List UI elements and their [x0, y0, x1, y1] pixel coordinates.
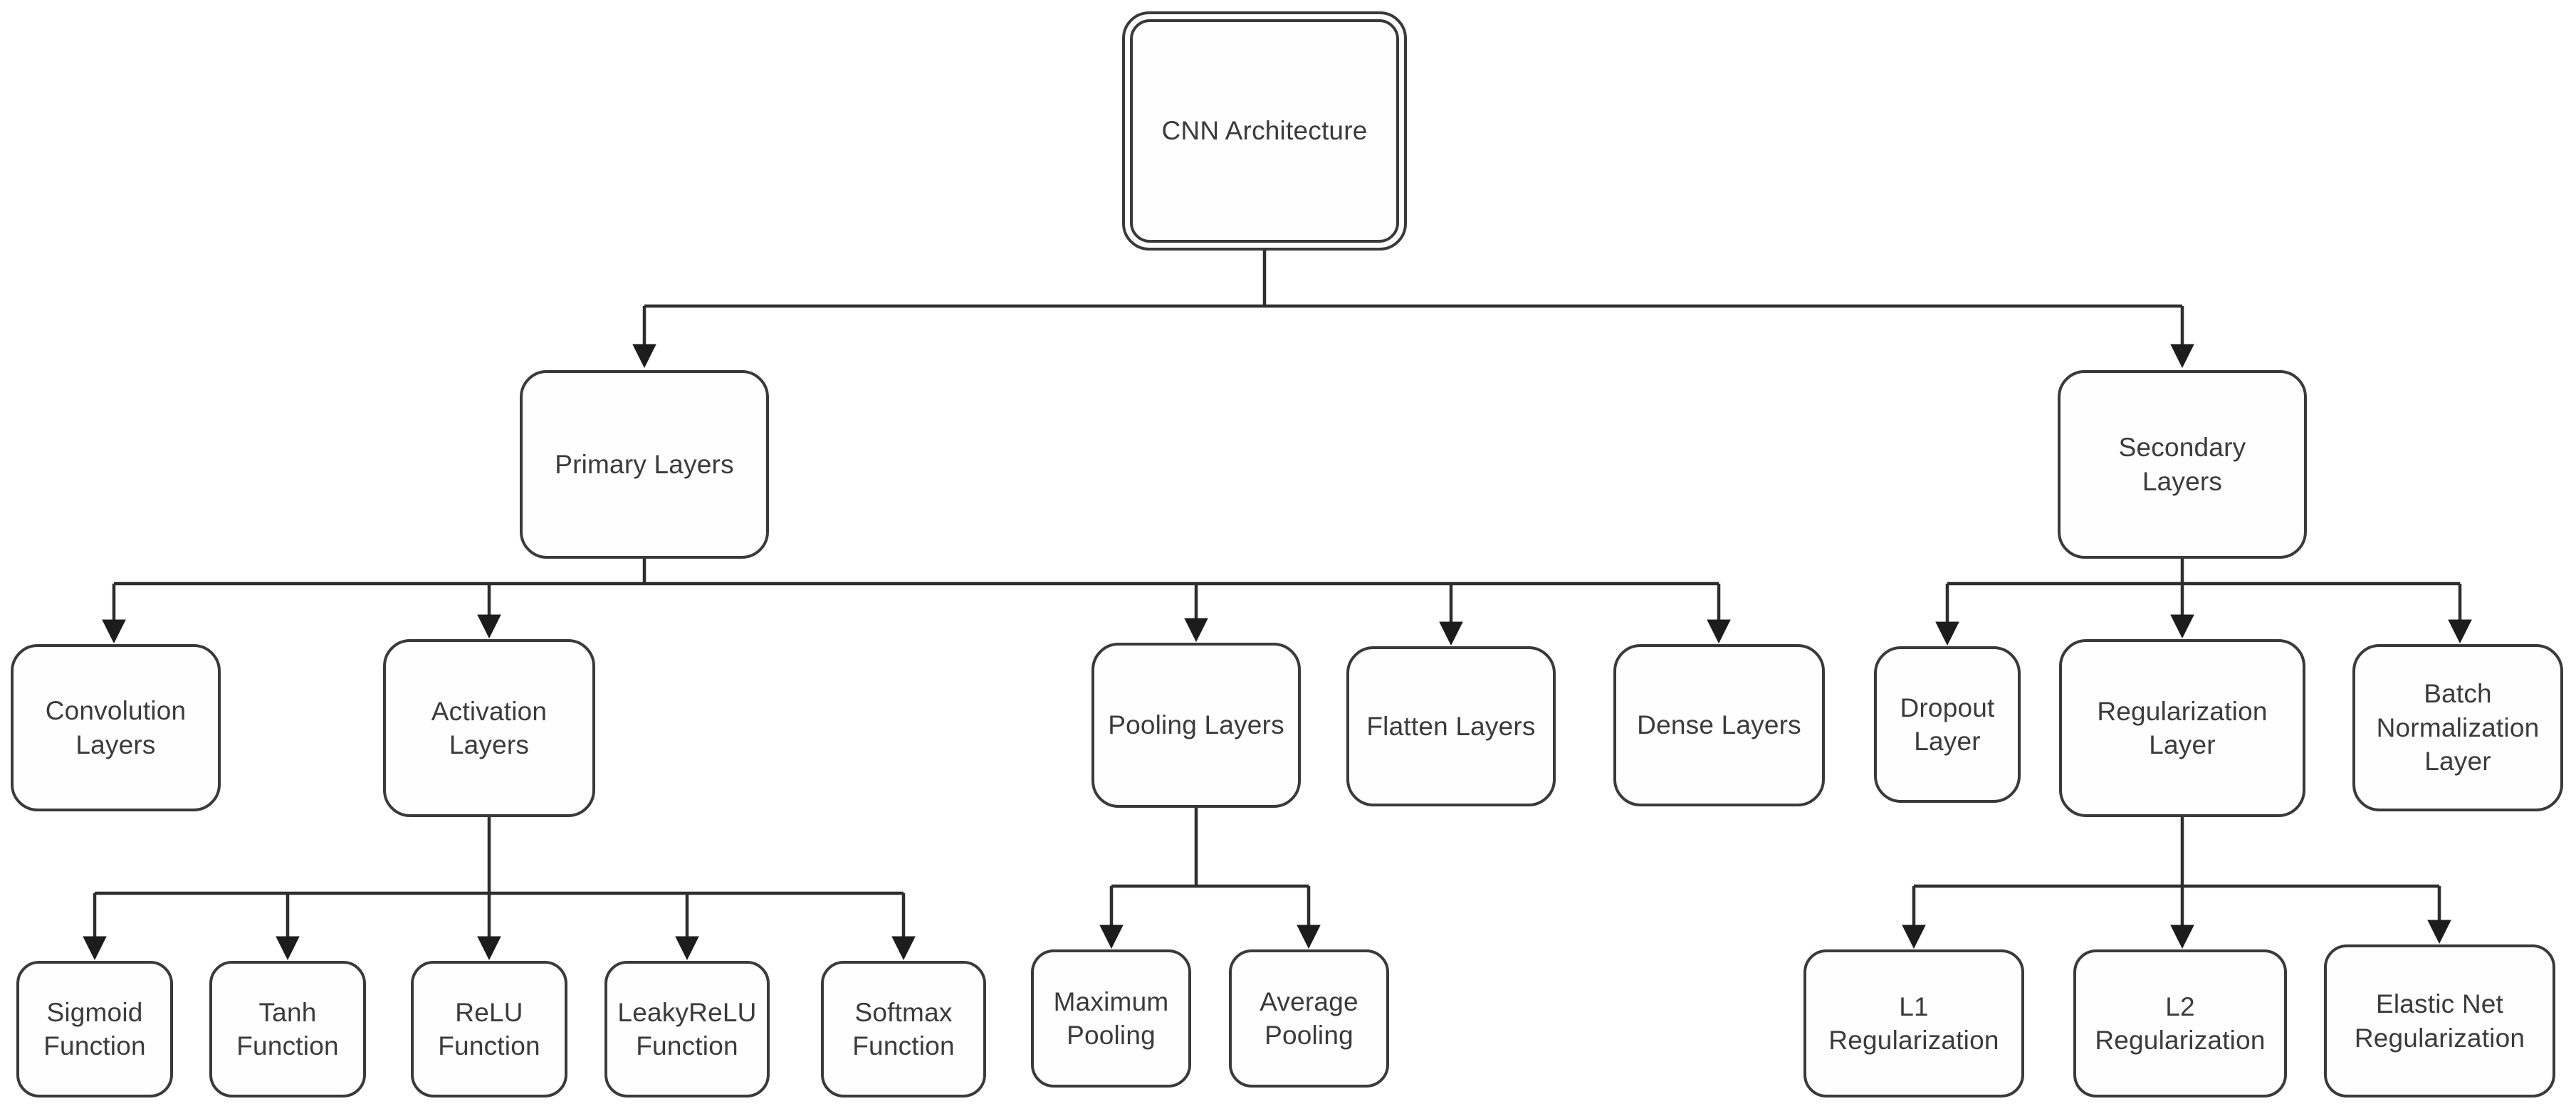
node-leakyrelu-function: LeakyReLU Function — [604, 961, 770, 1097]
node-dropout-layer: Dropout Layer — [1874, 646, 2021, 803]
node-sigmoid-function: Sigmoid Function — [16, 961, 173, 1097]
node-convolution-layers-label: Convolution Layers — [45, 696, 187, 759]
node-cnn-architecture-label: CNN Architecture — [1161, 116, 1368, 146]
node-activation-layers-label: Activation Layers — [431, 696, 548, 759]
node-relu-function: ReLU Function — [411, 961, 567, 1097]
node-secondary-layers: Secondary Layers — [2058, 370, 2307, 559]
node-primary-layers-label: Primary Layers — [555, 449, 734, 479]
node-softmax-function: Softmax Function — [821, 961, 986, 1097]
node-dropout-layer-label: Dropout Layer — [1900, 693, 1995, 756]
node-l2-regularization-label: L2 Regularization — [2095, 991, 2266, 1055]
node-elastic-net-regularization: Elastic Net Regularization — [2324, 944, 2555, 1097]
node-l1-regularization-label: L1 Regularization — [1828, 991, 1999, 1055]
node-tanh-function: Tanh Function — [209, 961, 366, 1097]
node-relu-function-label: ReLU Function — [438, 997, 540, 1060]
node-convolution-layers: Convolution Layers — [11, 644, 221, 811]
node-average-pooling: Average Pooling — [1229, 949, 1389, 1088]
node-dense-layers: Dense Layers — [1613, 644, 1825, 806]
node-batch-normalization-layer: Batch Normalization Layer — [2352, 644, 2563, 811]
node-flatten-layers-label: Flatten Layers — [1366, 711, 1536, 741]
node-cnn-architecture: CNN Architecture — [1122, 11, 1407, 251]
node-batch-normalization-layer-label: Batch Normalization Layer — [2376, 679, 2540, 777]
node-l2-regularization: L2 Regularization — [2073, 949, 2287, 1097]
node-sigmoid-function-label: Sigmoid Function — [43, 997, 146, 1060]
node-tanh-function-label: Tanh Function — [236, 997, 339, 1060]
node-average-pooling-label: Average Pooling — [1260, 986, 1358, 1050]
node-elastic-net-regularization-label: Elastic Net Regularization — [2354, 989, 2525, 1053]
node-regularization-layer-label: Regularization Layer — [2097, 696, 2268, 759]
node-secondary-layers-label: Secondary Layers — [2118, 433, 2246, 496]
node-flatten-layers: Flatten Layers — [1346, 646, 1556, 806]
node-pooling-layers-label: Pooling Layers — [1108, 710, 1284, 740]
node-maximum-pooling-label: Maximum Pooling — [1053, 986, 1169, 1050]
node-maximum-pooling: Maximum Pooling — [1031, 949, 1191, 1088]
node-primary-layers: Primary Layers — [520, 370, 769, 559]
node-leakyrelu-function-label: LeakyReLU Function — [617, 997, 757, 1060]
node-regularization-layer: Regularization Layer — [2059, 639, 2305, 817]
node-softmax-function-label: Softmax Function — [852, 997, 955, 1060]
node-pooling-layers: Pooling Layers — [1091, 643, 1301, 808]
node-dense-layers-label: Dense Layers — [1637, 710, 1801, 740]
node-l1-regularization: L1 Regularization — [1803, 949, 2024, 1097]
node-activation-layers: Activation Layers — [383, 639, 595, 817]
